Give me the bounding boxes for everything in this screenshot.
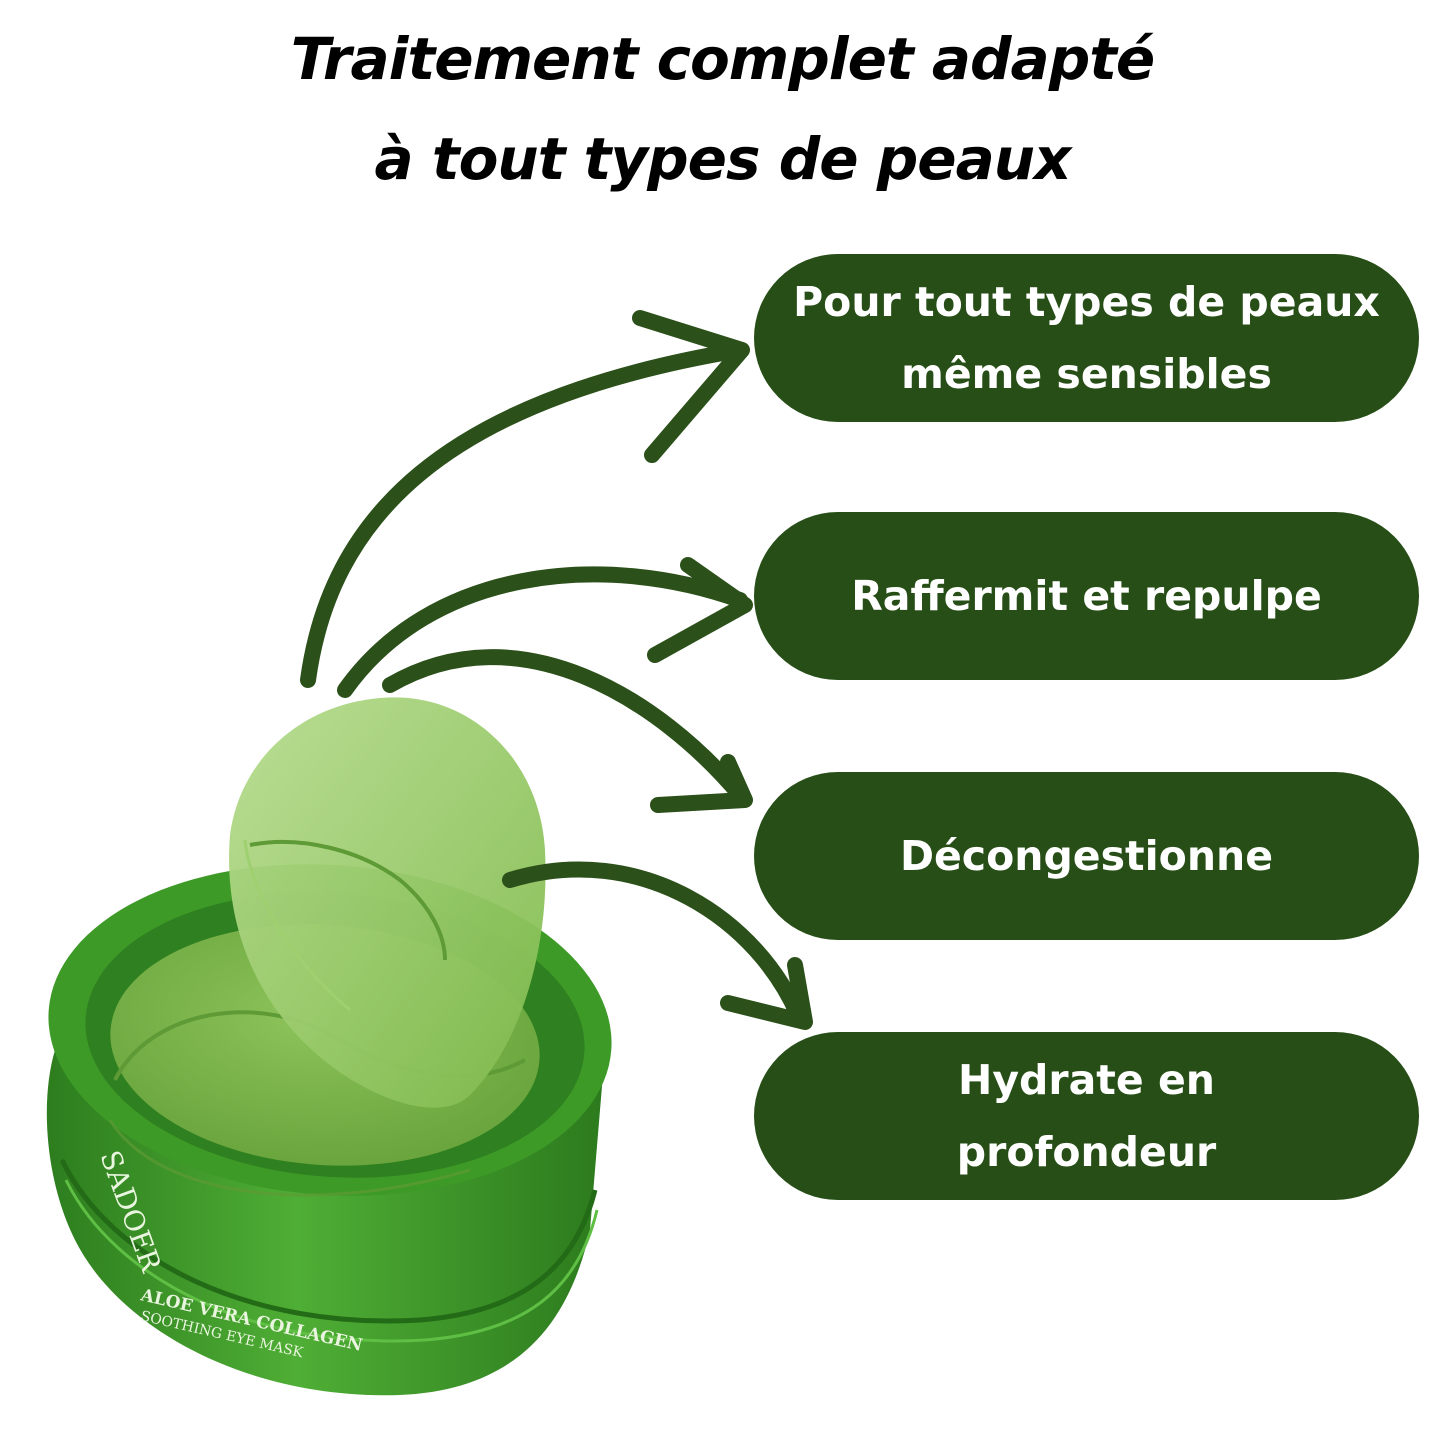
benefit-text: Hydrate en xyxy=(958,1056,1215,1104)
headline-line-1: Traitement complet adapté xyxy=(290,25,1156,93)
arrow-3-head xyxy=(650,754,753,813)
benefit-text: Décongestionne xyxy=(899,832,1274,880)
benefit-pill-hydrate: Hydrate en profondeur xyxy=(754,1032,1419,1200)
benefit-pill-sensitive-skin: Pour tout types de peaux même sensibles xyxy=(754,254,1419,422)
benefit-pill-firming: Raffermit et repulpe xyxy=(754,512,1419,680)
arrow-2-head xyxy=(647,557,753,663)
benefit-text: Raffermit et repulpe xyxy=(851,572,1322,620)
headline-line-2: à tout types de peaux xyxy=(374,125,1072,193)
benefit-text: même sensibles xyxy=(901,350,1272,398)
arrow-3 xyxy=(382,649,748,803)
arrow-1 xyxy=(300,342,748,688)
arrow-1-head xyxy=(632,310,750,463)
arrow-4 xyxy=(502,861,808,1028)
benefit-arrows xyxy=(300,310,813,1030)
benefit-text: profondeur xyxy=(956,1128,1217,1176)
benefit-text: Pour tout types de peaux xyxy=(793,278,1380,326)
arrow-4-head xyxy=(720,957,813,1030)
eye-patch xyxy=(229,697,546,1108)
arrow-2 xyxy=(337,566,748,698)
benefit-pill-decongest: Décongestionne xyxy=(754,772,1419,940)
